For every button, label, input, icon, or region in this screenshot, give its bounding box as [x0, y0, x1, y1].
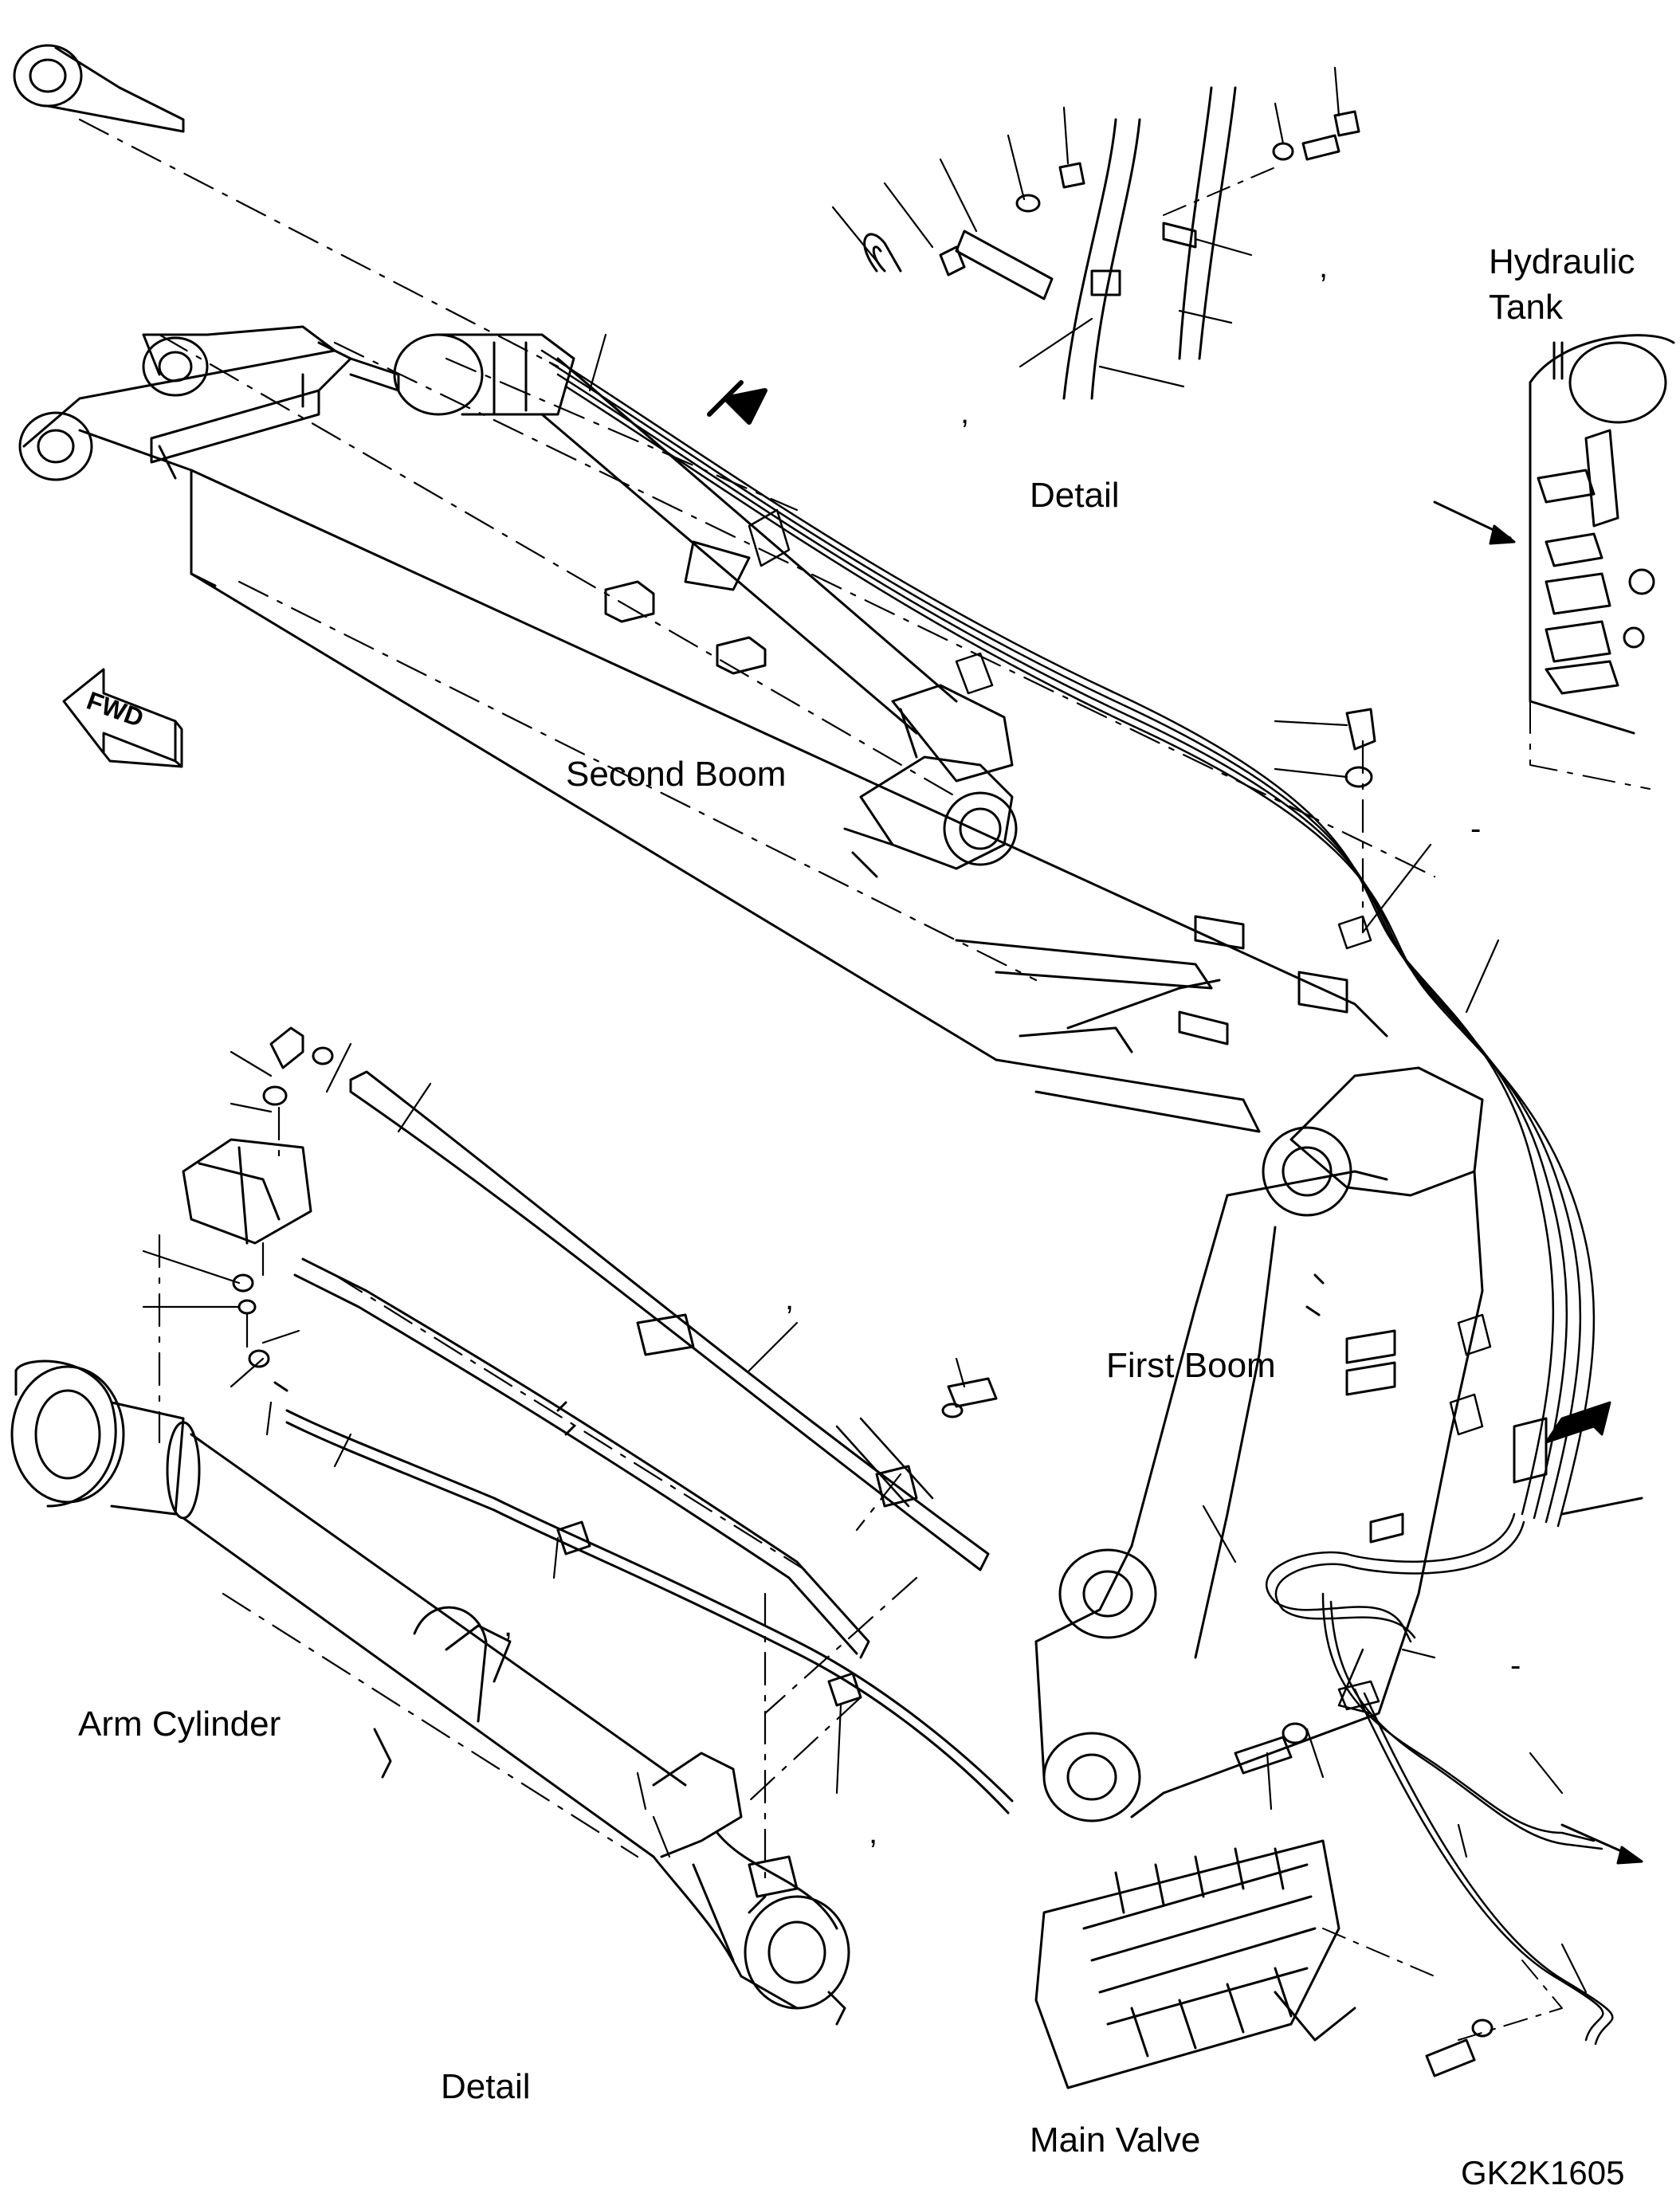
callout-comma: ,	[504, 1608, 513, 1643]
hose-loop	[1266, 1313, 1614, 2046]
callout-comma: ,	[869, 1815, 878, 1850]
arm-cylinder-label: Arm Cylinder	[78, 1705, 281, 1744]
callout-comma: ,	[960, 395, 970, 430]
detail-bottom-label: Detail	[441, 2067, 531, 2106]
drawing-code: GK2K1605	[1461, 2154, 1625, 2191]
main-valve-drawing	[1034, 1839, 1356, 2089]
bolt-washer-upper	[1274, 708, 1376, 788]
callout-dash: -	[1470, 811, 1482, 846]
callout-comma: ,	[1319, 249, 1329, 284]
detail-bottom-drawing	[182, 1026, 1014, 1814]
second-boom-label: Second Boom	[566, 755, 787, 794]
hose-bundle-upper	[540, 349, 1596, 1528]
bolt-washer-lower	[1234, 1722, 1494, 2077]
hydraulic-tank-drawing	[1529, 334, 1675, 735]
boom-cylinder-drawing	[393, 333, 1014, 783]
second-boom-drawing	[13, 44, 1388, 1133]
hydraulic-tank-label-line1: Hydraulic	[1489, 242, 1635, 281]
fwd-arrow	[62, 668, 183, 768]
callout-dash: -	[1510, 1648, 1521, 1683]
hydraulic-tank-label-line2: Tank	[1489, 288, 1563, 327]
first-boom-drawing	[1034, 1066, 1484, 1822]
detail-top-drawing	[863, 86, 1360, 400]
detail-top-label: Detail	[1030, 476, 1120, 515]
first-boom-label: First Boom	[1106, 1346, 1276, 1385]
callout-comma: ,	[785, 1281, 795, 1316]
arm-cylinder-drawing	[10, 1359, 850, 2026]
main-valve-label: Main Valve	[1030, 2120, 1201, 2160]
